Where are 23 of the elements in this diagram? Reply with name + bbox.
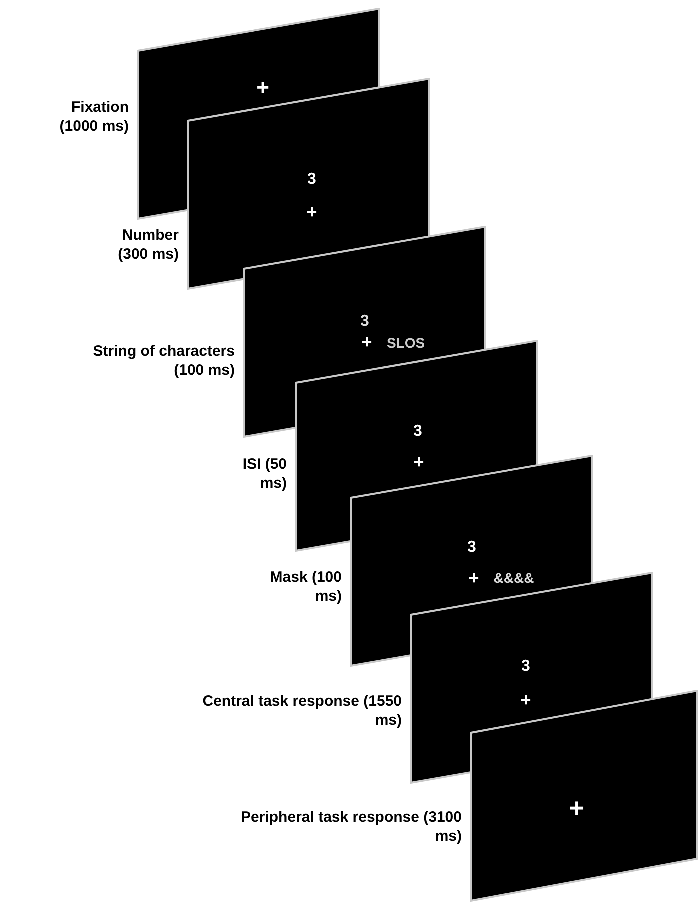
phase-label: Mask (100 ms): [270, 568, 342, 606]
fixation-cross: +: [569, 795, 585, 821]
digit: 3: [360, 314, 370, 330]
digit: 3: [468, 540, 476, 556]
fixation-cross: +: [306, 203, 318, 221]
phase-label: String of characters (100 ms): [92, 342, 235, 380]
fixation-cross: +: [520, 691, 532, 709]
phase-label: Fixation (1000 ms): [58, 98, 129, 136]
phase-label: Central task response (1550 ms): [202, 692, 402, 730]
phase-label: ISI (50 ms): [242, 455, 287, 493]
fixation-cross: +: [256, 77, 270, 99]
digit: 3: [308, 172, 316, 188]
fixation-cross: +: [362, 333, 372, 351]
letter-string: SLOS: [386, 336, 426, 350]
fixation-cross: +: [414, 453, 424, 471]
digit: 3: [414, 424, 422, 440]
screen-panel: [187, 78, 430, 290]
screen-panel: [470, 690, 698, 902]
phase-label: Number (300 ms): [117, 226, 179, 264]
digit: 3: [522, 659, 530, 675]
mask-string: &&&&: [494, 571, 534, 585]
fixation-cross: +: [468, 569, 480, 587]
phase-label: Peripheral task response (3100 ms): [240, 808, 462, 846]
